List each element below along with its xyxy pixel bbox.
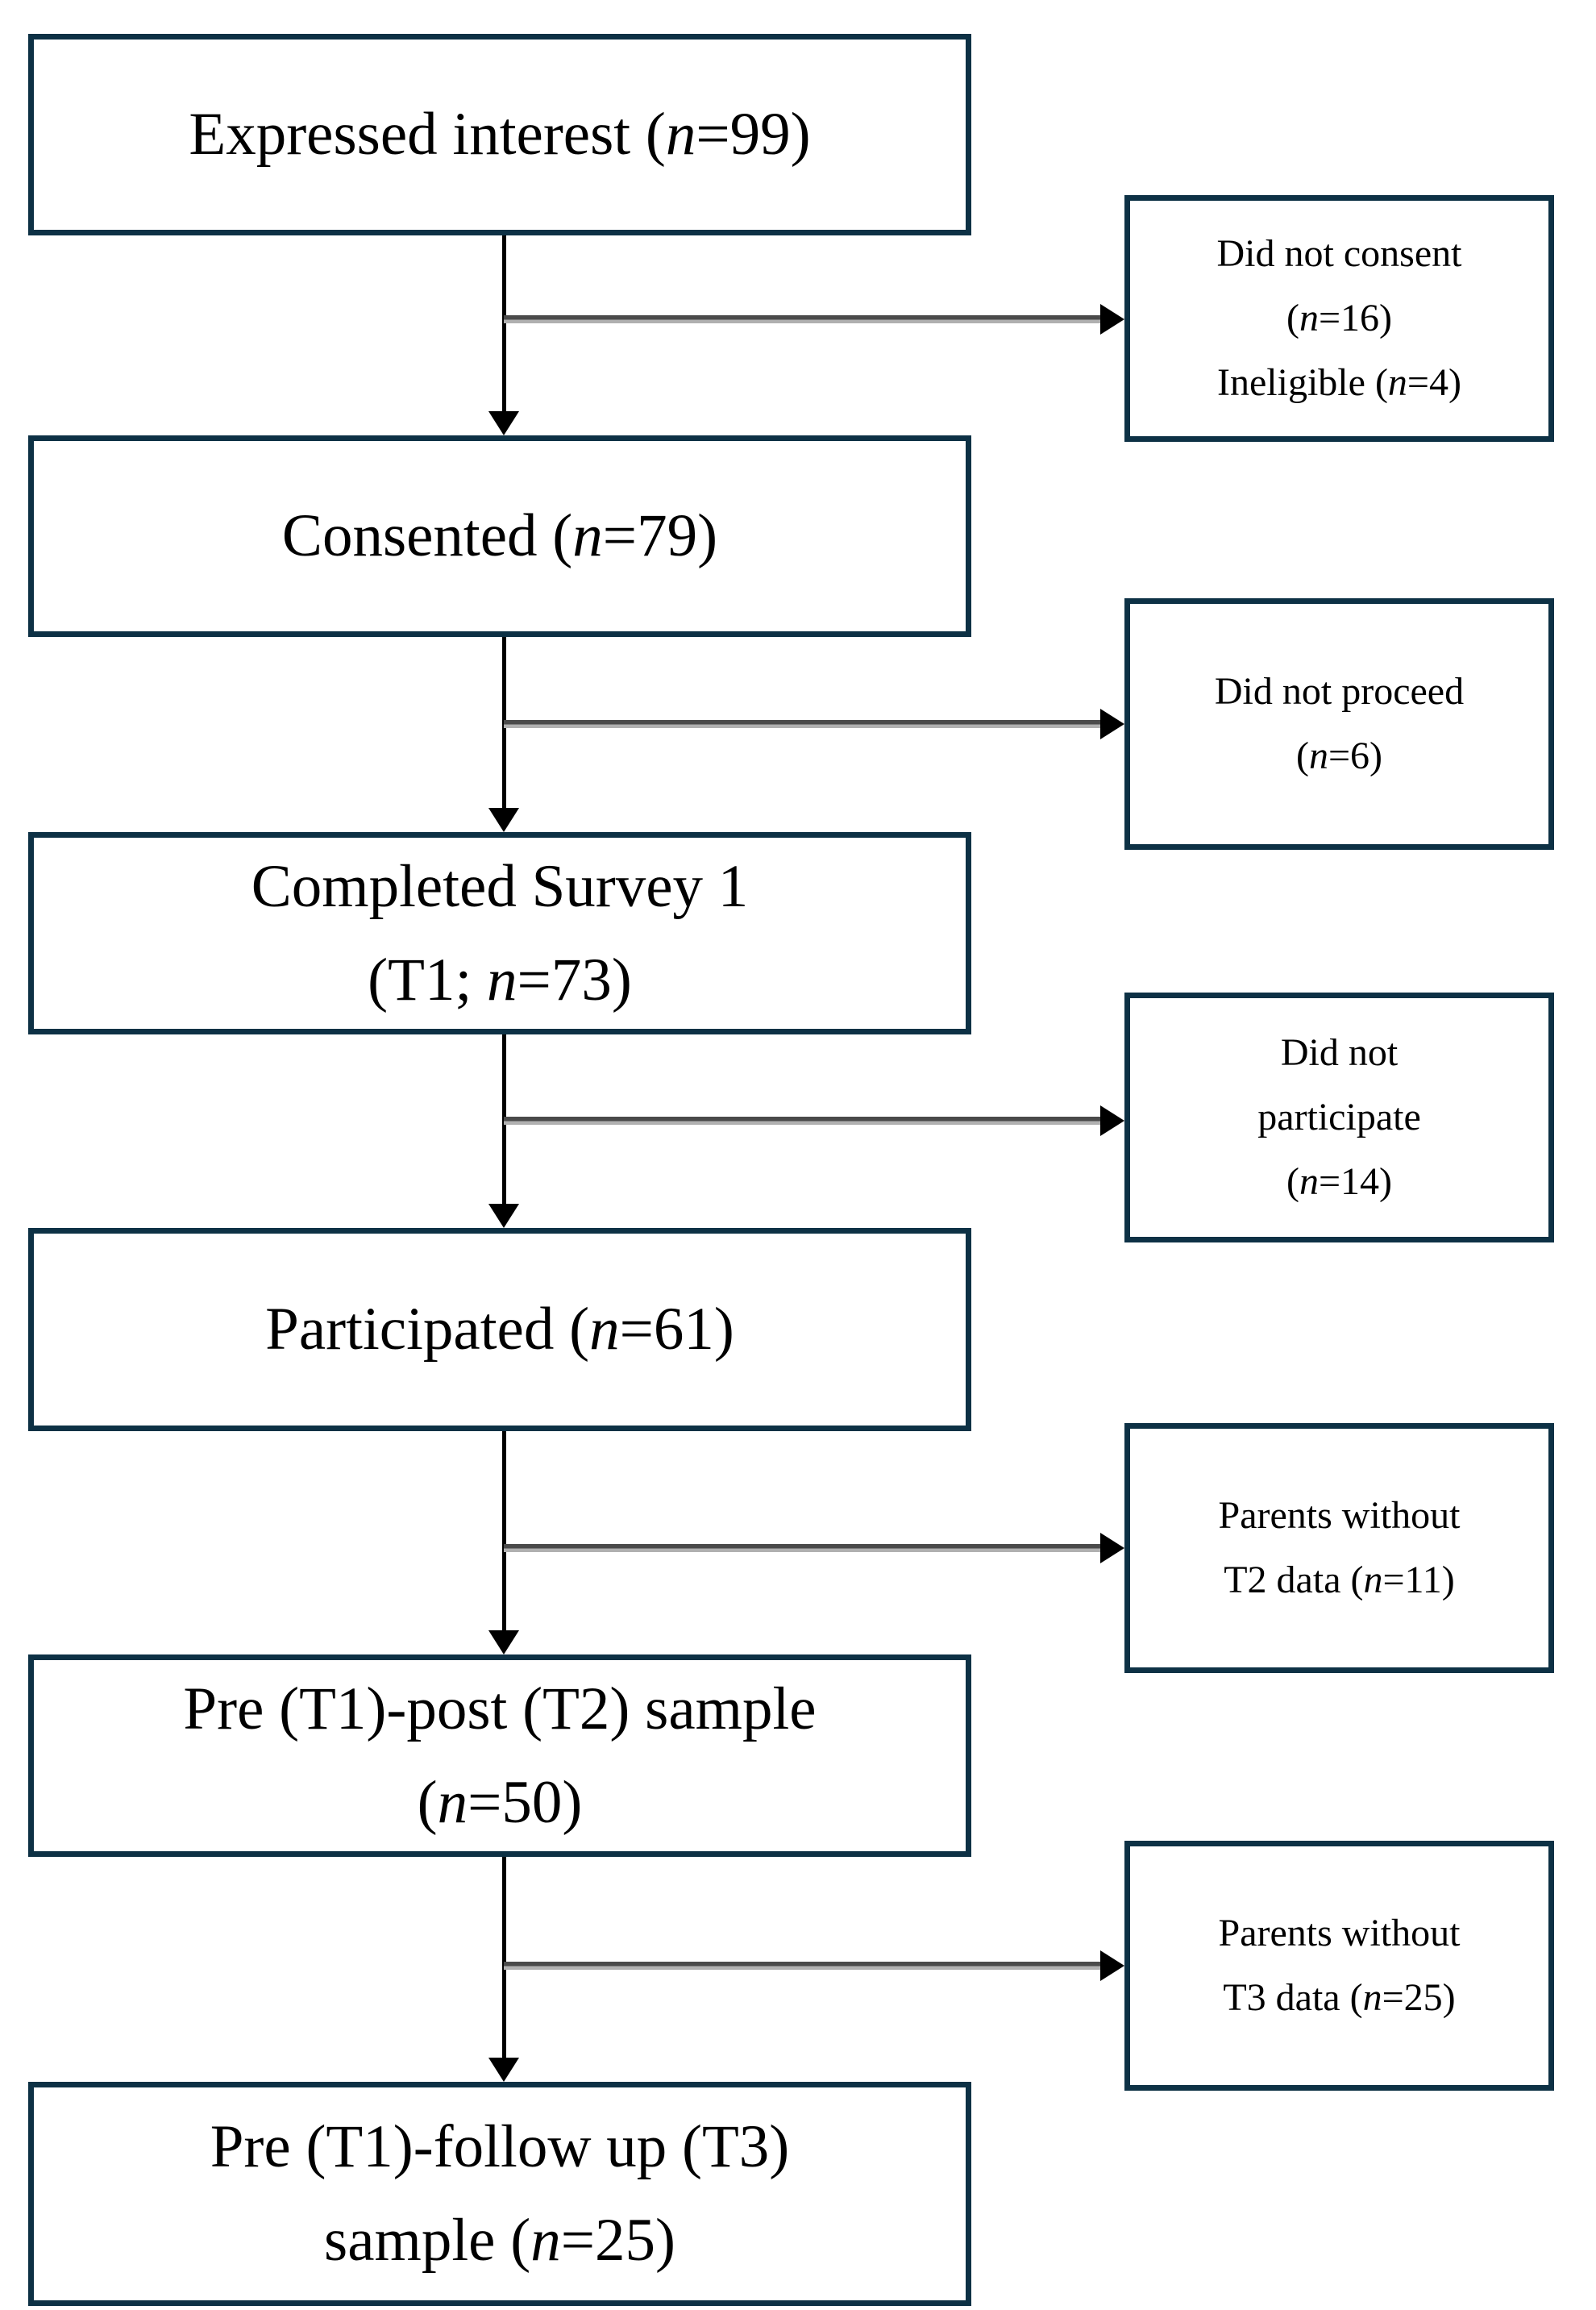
- side-box-parents-without-t2-data: Parents without T2 data (n=11): [1124, 1423, 1554, 1673]
- right-arrowhead-icon: [1100, 1533, 1124, 1563]
- box-text-line: (n=6): [1295, 735, 1383, 777]
- box-text-line: Consented (n=79): [281, 502, 718, 569]
- branch-line-right-1: [504, 315, 1104, 323]
- right-arrowhead-icon: [1100, 304, 1124, 335]
- flow-line-down-4: [502, 1431, 506, 1634]
- side-box-parents-without-t3-data: Parents without T3 data (n=25): [1124, 1841, 1554, 2091]
- down-arrowhead-icon: [488, 808, 519, 832]
- box-text-line: Parents without: [1218, 1912, 1461, 1954]
- side-box-did-not-proceed: Did not proceed (n=6): [1124, 598, 1554, 850]
- branch-line-right-3: [504, 1117, 1104, 1125]
- main-box-pre-follow-up-sample: Pre (T1)-follow up (T3) sample (n=25): [28, 2082, 971, 2306]
- box-text-line: T3 data (n=25): [1223, 1976, 1456, 2019]
- box-text-line: participate: [1257, 1096, 1421, 1138]
- main-box-consented: Consented (n=79): [28, 435, 971, 637]
- box-text-line: sample (n=25): [324, 2207, 675, 2274]
- main-box-expressed-interest: Expressed interest (n=99): [28, 34, 971, 235]
- down-arrowhead-icon: [488, 411, 519, 435]
- box-text-line: Pre (T1)-follow up (T3): [210, 2113, 790, 2180]
- box-text-line: Did not consent: [1216, 232, 1462, 275]
- down-arrowhead-icon: [488, 1204, 519, 1228]
- main-box-participated: Participated (n=61): [28, 1228, 971, 1431]
- side-box-did-not-participate: Did not participate (n=14): [1124, 993, 1554, 1242]
- main-box-pre-post-sample: Pre (T1)-post (T2) sample (n=50): [28, 1654, 971, 1857]
- flow-line-down-5: [502, 1857, 506, 2061]
- box-text-line: Did not: [1280, 1031, 1399, 1074]
- box-text-line: (n=14): [1286, 1160, 1393, 1203]
- flow-line-down-1: [502, 235, 506, 414]
- box-text-line: Did not proceed: [1214, 670, 1465, 713]
- box-text-line: (T1; n=73): [368, 946, 632, 1013]
- down-arrowhead-icon: [488, 1630, 519, 1654]
- box-text-line: (n=50): [417, 1768, 583, 1836]
- box-text-line: (n=16): [1286, 297, 1393, 339]
- box-text-line: T2 data (n=11): [1224, 1559, 1455, 1601]
- branch-line-right-2: [504, 720, 1104, 728]
- box-text-line: Pre (T1)-post (T2) sample: [183, 1675, 817, 1742]
- down-arrowhead-icon: [488, 2058, 519, 2082]
- right-arrowhead-icon: [1100, 1950, 1124, 1981]
- branch-line-right-5: [504, 1962, 1104, 1970]
- box-text-line: Expressed interest (n=99): [189, 101, 811, 168]
- box-text-line: Ineligible (n=4): [1217, 361, 1461, 404]
- box-text-line: Completed Survey 1: [251, 852, 749, 920]
- main-box-completed-survey-1: Completed Survey 1 (T1; n=73): [28, 832, 971, 1034]
- box-text-line: Parents without: [1218, 1494, 1461, 1537]
- box-text-line: Participated (n=61): [265, 1296, 734, 1363]
- branch-line-right-4: [504, 1544, 1104, 1552]
- side-box-did-not-consent-ineligible: Did not consent (n=16) Ineligible (n=4): [1124, 195, 1554, 442]
- right-arrowhead-icon: [1100, 1105, 1124, 1136]
- right-arrowhead-icon: [1100, 709, 1124, 739]
